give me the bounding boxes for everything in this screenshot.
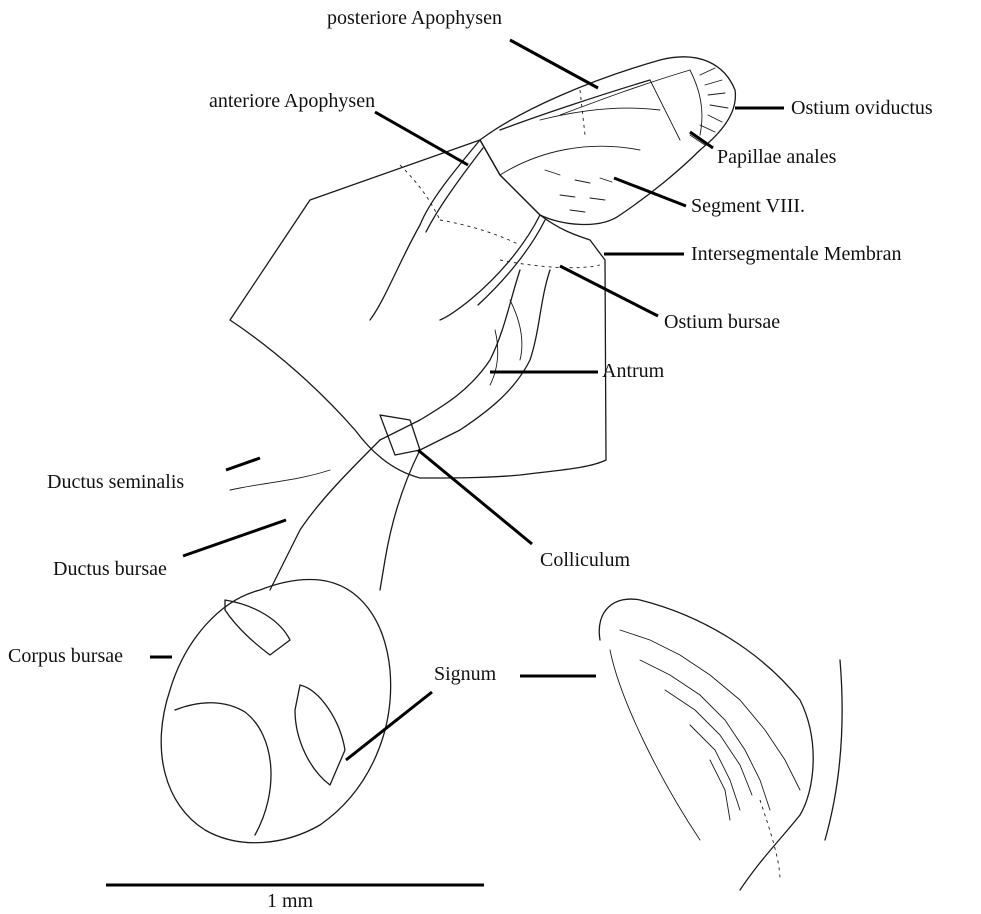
leader-signum [346, 692, 432, 760]
leader-ostium-bursae [560, 266, 658, 316]
apophyses-drawing [370, 140, 545, 320]
label-colliculum: Colliculum [540, 550, 630, 570]
label-corpus-bursae: Corpus bursae [8, 646, 123, 666]
corpus-bursae-drawing [161, 579, 390, 842]
segment-viii-drawing [480, 140, 640, 224]
label-ostium-bursae: Ostium bursae [664, 312, 780, 332]
label-anteriore-apophysen: anteriore Apophysen [209, 91, 375, 111]
label-ductus-bursae: Ductus bursae [53, 559, 167, 579]
leader-papillae-anales [690, 132, 713, 148]
label-papillae-anales: Papillae anales [717, 147, 836, 167]
leader-colliculum [418, 450, 532, 544]
segment-plate-drawing [230, 140, 606, 478]
label-antrum: Antrum [602, 361, 664, 381]
leader-posteriore-apophysen [510, 40, 598, 88]
label-segment-viii: Segment VIII. [691, 196, 805, 216]
leader-anteriore-apophysen [375, 112, 468, 165]
leader-ductus-seminalis [226, 458, 260, 470]
scale-bar-label: 1 mm [267, 891, 313, 911]
leader-segment-viii [614, 178, 686, 206]
signum-detail-drawing [599, 599, 842, 890]
label-ostium-oviductus: Ostium oviductus [791, 98, 933, 118]
leader-ductus-bursae [183, 520, 286, 556]
label-signum: Signum [434, 664, 496, 684]
label-ductus-seminalis: Ductus seminalis [47, 472, 184, 492]
label-posteriore-apophysen: posteriore Apophysen [327, 8, 502, 28]
label-intersegmentale-membran: Intersegmentale Membran [691, 244, 901, 264]
leader-lines [150, 40, 784, 760]
antrum-drawing [230, 270, 550, 590]
